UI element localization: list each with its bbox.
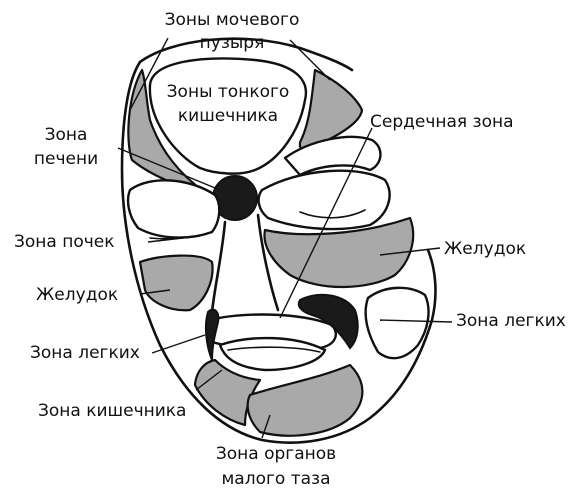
lung-zone-left-dark <box>204 308 220 361</box>
leader-bladder-left <box>129 37 169 111</box>
stomach-zone-right <box>263 216 415 289</box>
leader-stomach-right <box>379 247 441 256</box>
leader-lungs-right <box>379 319 453 323</box>
label-stomach-right: Желудок <box>444 239 526 259</box>
face-outline <box>120 60 437 444</box>
nose-outline <box>210 213 280 314</box>
mouth-outline <box>218 336 327 372</box>
label-lungs-left: Зона легких <box>30 343 140 363</box>
label-bladder-line2: пузыря <box>200 33 265 53</box>
leader-bladder-right <box>289 39 331 81</box>
leader-stomach-left <box>139 289 171 295</box>
forehead-top-outline <box>138 37 354 72</box>
lung-zone-right-dark <box>297 293 359 350</box>
stomach-zone-left <box>138 254 214 312</box>
leader-lungs-left <box>151 334 206 354</box>
right-eye-region <box>257 169 391 231</box>
label-liver-line2: печени <box>34 149 98 169</box>
leader-intestine <box>195 369 223 391</box>
label-pelvic-line2: малого таза <box>221 469 330 489</box>
label-bladder-line1: Зоны мочевого <box>165 10 300 30</box>
label-pelvic-line1: Зона органов <box>216 444 336 464</box>
intestine-zone <box>193 358 262 427</box>
leader-heart <box>279 127 373 319</box>
label-heart: Сердечная зона <box>370 112 514 132</box>
mouth-line <box>227 346 321 353</box>
lungs-zone-right <box>364 286 430 360</box>
leader-pelvic <box>261 414 271 439</box>
leader-liver <box>117 147 221 191</box>
small-intestine-zone <box>148 57 308 175</box>
left-eye-region <box>126 179 221 239</box>
pelvic-organs-zone <box>246 363 364 437</box>
heart-zone-brow <box>283 135 382 177</box>
leader-kidneys <box>147 235 201 243</box>
label-lungs-right: Зона легких <box>456 311 566 331</box>
right-eyelash <box>299 209 366 219</box>
label-kidneys: Зона почек <box>14 232 115 252</box>
label-intestine: Зона кишечника <box>38 401 186 421</box>
label-stomach-left: Желудок <box>36 285 118 305</box>
label-small-intestine-line1: Зоны тонкого <box>167 82 290 102</box>
label-small-intestine-line2: кишечника <box>178 106 278 126</box>
label-liver-line1: Зона <box>45 125 88 145</box>
